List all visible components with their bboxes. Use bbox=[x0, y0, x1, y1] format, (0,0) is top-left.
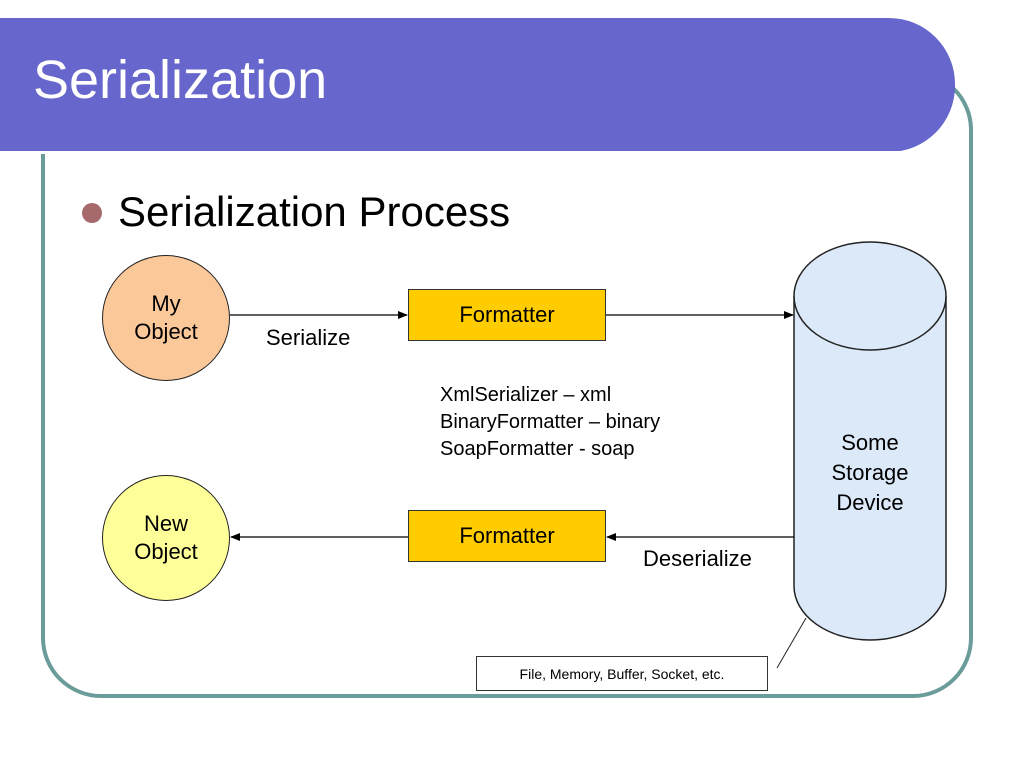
storage-label-line1: Some bbox=[841, 430, 899, 455]
title-bar bbox=[0, 18, 955, 154]
deserialize-label: Deserialize bbox=[643, 546, 752, 571]
new-object-line1: New bbox=[143, 511, 188, 536]
formatter-box-bottom: Formatter bbox=[408, 510, 606, 562]
storage-label: Some Storage Device bbox=[795, 428, 945, 518]
my-object-line2: Object bbox=[134, 319, 198, 344]
my-object-line1: My bbox=[151, 291, 181, 316]
slide-title: Serialization bbox=[33, 50, 328, 110]
formatter-box-top: Formatter bbox=[408, 289, 606, 341]
bullet-icon bbox=[82, 203, 102, 223]
formatter-list: XmlSerializer – xml BinaryFormatter – bi… bbox=[440, 382, 660, 463]
storage-cylinder bbox=[793, 241, 947, 641]
storage-note-box: File, Memory, Buffer, Socket, etc. bbox=[476, 656, 768, 691]
storage-label-line2: Storage bbox=[831, 460, 909, 485]
bullet-text: Serialization Process bbox=[118, 188, 511, 235]
note-callout-line bbox=[776, 617, 807, 669]
serialize-label: Serialize bbox=[266, 325, 351, 350]
new-object-line2: Object bbox=[134, 539, 198, 564]
formatter-list-item: XmlSerializer – xml bbox=[440, 384, 612, 406]
storage-label-line3: Device bbox=[836, 490, 904, 515]
formatter-list-item: SoapFormatter - soap bbox=[440, 438, 635, 460]
title-underline bbox=[0, 151, 906, 154]
formatter-list-item: BinaryFormatter – binary bbox=[440, 411, 661, 433]
